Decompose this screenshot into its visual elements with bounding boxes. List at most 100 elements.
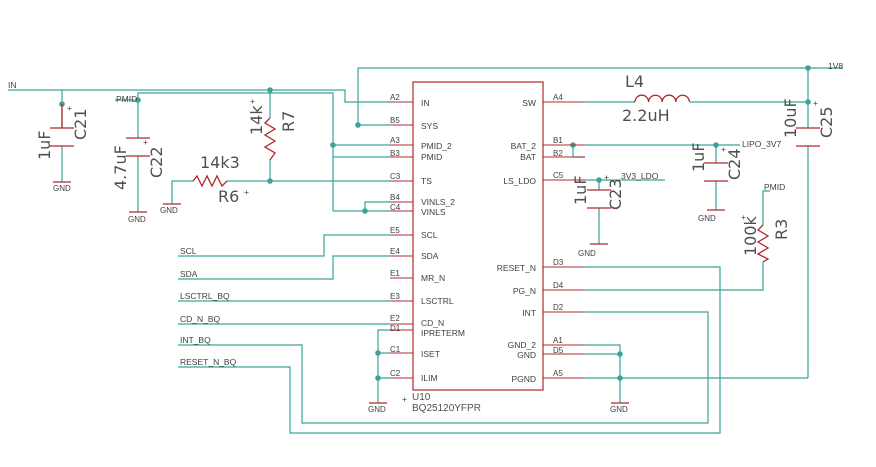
wire-r6-left xyxy=(171,180,193,204)
junction xyxy=(330,142,336,148)
junction xyxy=(617,351,623,357)
plus-mark: + xyxy=(244,187,249,197)
gnd-c21: GND xyxy=(53,181,71,193)
ic-body[interactable] xyxy=(412,81,544,391)
plus-mark: + xyxy=(604,172,609,182)
pin-name: RESET_N xyxy=(497,263,536,273)
pin-name: TS xyxy=(421,176,432,186)
junction xyxy=(617,375,623,381)
r7-value: 14k xyxy=(247,105,266,135)
junction xyxy=(267,87,273,93)
capacitor-c23[interactable]: + 1uF C23 xyxy=(571,172,625,210)
pin-number: C3 xyxy=(390,172,401,181)
pin-number: E5 xyxy=(390,226,400,235)
pin-name: SCL xyxy=(421,230,438,240)
pin-name: GND xyxy=(517,350,536,360)
junction xyxy=(375,375,381,381)
l4-ref: L4 xyxy=(625,72,644,91)
junction xyxy=(805,99,811,105)
wire-1v8 xyxy=(357,67,843,125)
wire-scl xyxy=(178,234,390,257)
capacitor-c25[interactable]: + 10uF C25 xyxy=(781,98,836,147)
resistor-r7[interactable]: 14k R7 + xyxy=(247,96,298,161)
net-label-lipo: LIPO_3V7 xyxy=(742,139,781,149)
plus-mark: + xyxy=(250,96,255,106)
plus-mark: + xyxy=(67,103,72,113)
capacitor-c21[interactable]: + 1uF C21 xyxy=(35,103,90,160)
c22-ref: C22 xyxy=(147,146,166,178)
wires xyxy=(8,67,843,434)
gnd-label: GND xyxy=(578,249,596,258)
l4-value: 2.2uH xyxy=(622,106,670,125)
pin-name: IN xyxy=(421,98,430,108)
plus-mark: + xyxy=(143,137,148,147)
wire-gnd2 xyxy=(585,344,621,378)
resistor-r6[interactable]: 14k3 R6 + xyxy=(192,153,249,206)
net-label-reset: RESET_N_BQ xyxy=(180,357,237,367)
pin-number: A1 xyxy=(553,336,563,345)
pin-name: LSCTRL xyxy=(421,296,454,306)
net-label-in: IN xyxy=(8,80,17,90)
pin-number: B5 xyxy=(390,116,400,125)
pin-name: INT xyxy=(522,308,536,318)
wire-sda xyxy=(178,255,390,280)
wire-int xyxy=(178,311,709,424)
pin-number: C2 xyxy=(390,369,401,378)
r6-value: 14k3 xyxy=(200,153,240,172)
net-label-pmid: PMID xyxy=(116,94,137,104)
plus-mark: + xyxy=(721,144,726,154)
junction xyxy=(135,97,141,103)
gnd-c24: GND xyxy=(698,209,725,223)
pin-number: E1 xyxy=(390,269,400,278)
wire-in xyxy=(8,89,390,103)
pin-name: BAT xyxy=(520,152,536,162)
capacitor-c24[interactable]: + 1uF C24 xyxy=(689,142,744,182)
pin-name: SYS xyxy=(421,121,438,131)
pin-name: ISET xyxy=(421,349,440,359)
net-label-sda: SDA xyxy=(180,269,198,279)
gnd-label: GND xyxy=(610,405,628,414)
gnd-r6: GND xyxy=(160,203,181,215)
pin-name: CD_N xyxy=(421,318,444,328)
c25-ref: C25 xyxy=(817,106,836,138)
junction xyxy=(805,65,811,71)
pin-number: C4 xyxy=(390,203,401,212)
pin-number: B3 xyxy=(390,149,400,158)
pin-name: PMID_2 xyxy=(421,141,452,151)
gnd-label: GND xyxy=(368,405,386,414)
ic-origin-mark: + xyxy=(402,394,407,404)
junction xyxy=(596,177,602,183)
gnd-label: GND xyxy=(698,214,716,223)
c24-ref: C24 xyxy=(725,148,744,180)
pin-number: D1 xyxy=(390,324,401,333)
pin-name: LS_LDO xyxy=(503,176,536,186)
capacitor-c22[interactable]: + 4.7uF C22 xyxy=(111,137,166,190)
pin-number: D4 xyxy=(553,281,564,290)
r7-ref: R7 xyxy=(279,111,298,132)
resistor-r3[interactable]: 100k R3 + xyxy=(741,212,791,263)
pin-name: SW xyxy=(522,98,536,108)
pin-number: E3 xyxy=(390,292,400,301)
wire-r3-top xyxy=(762,190,770,225)
pin-number: D5 xyxy=(553,346,564,355)
pin-number: B4 xyxy=(390,193,400,202)
pin-number: A4 xyxy=(553,93,563,102)
c23-ref: C23 xyxy=(606,178,625,210)
inductor-l4[interactable]: L4 2.2uH xyxy=(622,72,691,125)
gnd-ic-left: GND xyxy=(368,402,387,414)
net-label-int: INT_BQ xyxy=(180,335,211,345)
ic-ref: U10 xyxy=(412,392,431,403)
pin-number: B1 xyxy=(553,136,563,145)
pin-name: SDA xyxy=(421,251,439,261)
c24-value: 1uF xyxy=(689,142,708,172)
pin-number: A2 xyxy=(390,93,400,102)
ic-right-pins xyxy=(543,101,585,379)
pin-name: ILIM xyxy=(421,373,438,383)
gnd-c22: GND xyxy=(128,211,147,224)
r6-ref: R6 xyxy=(218,187,239,206)
ic-u10[interactable]: A2 B5 A3 B3 C3 B4 C4 E5 E4 E1 E3 E2 D1 C… xyxy=(390,81,585,414)
gnd-label: GND xyxy=(160,206,178,215)
pin-number: A3 xyxy=(390,136,400,145)
ic-value: BQ25120YFPR xyxy=(412,403,481,414)
junction xyxy=(713,142,719,148)
